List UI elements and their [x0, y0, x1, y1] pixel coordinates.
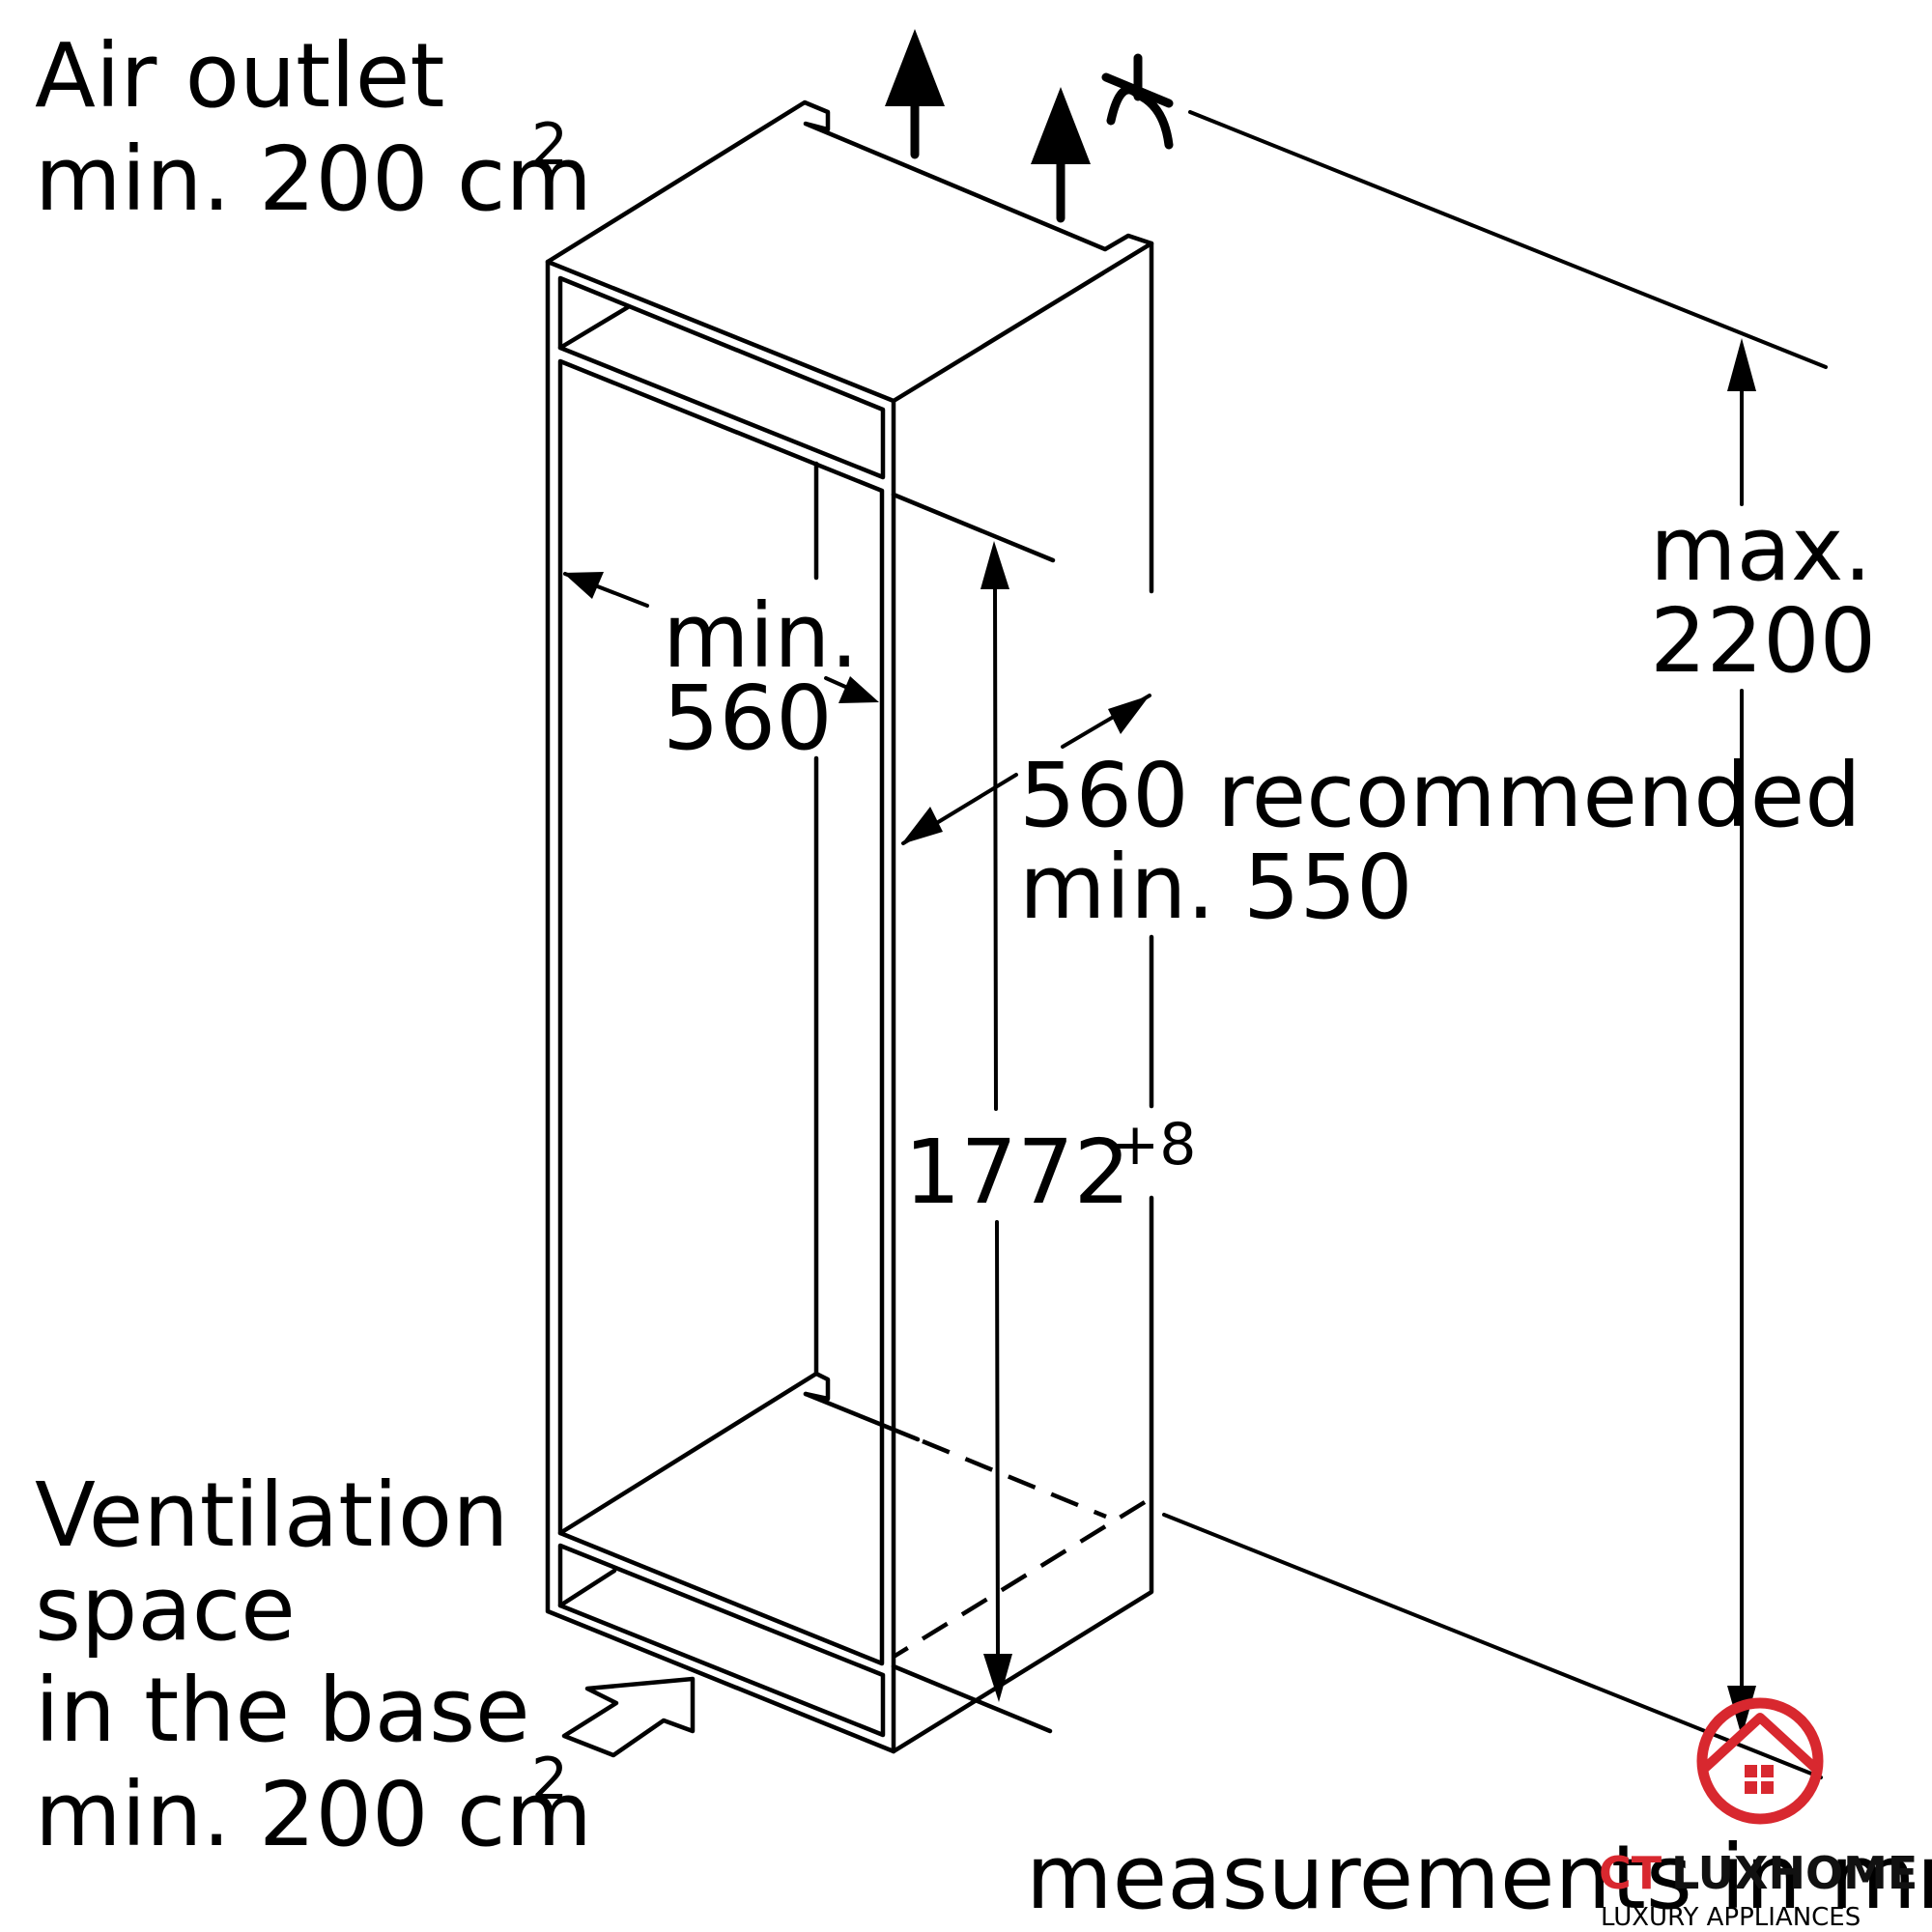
ventilation-base-label: in the base — [35, 1659, 530, 1762]
ventilation-arrow-icon — [561, 1676, 696, 1758]
ventilation-min-label: min. 200 cm — [35, 1763, 592, 1866]
brand-logo: CT LUXHOME LUXURY APPLIANCES — [1599, 1697, 1918, 1932]
max-value-label: 2200 — [1650, 589, 1876, 693]
logo-brand-luxhome: LUXHOME — [1671, 1847, 1918, 1899]
ventilation-label: Ventilation — [35, 1463, 509, 1567]
max-label: max. — [1650, 497, 1872, 601]
width-value-label: 560 — [663, 667, 833, 770]
ventilation-space-label: space — [35, 1557, 296, 1661]
ventilation-superscript: 2 — [531, 1746, 568, 1813]
air-outlet-superscript: 2 — [531, 111, 568, 179]
depth-recommended-label: 560 recommended — [1019, 744, 1861, 847]
height-dimension — [980, 541, 1012, 1702]
text-labels: Air outlet min. 200 cm 2 Ventilation spa… — [35, 24, 1932, 1929]
air-outlet-min-label: min. 200 cm — [35, 128, 592, 231]
height-tolerance-label: +8 — [1111, 1111, 1196, 1179]
width-dimension — [563, 572, 879, 703]
units-footer: measurements in mm — [1026, 1826, 1932, 1929]
logo-tagline: LUXURY APPLIANCES — [1601, 1903, 1861, 1932]
air-outlet-label: Air outlet — [35, 24, 444, 128]
cabinet-niche — [545, 99, 1154, 1754]
height-value-label: 1772 — [904, 1121, 1130, 1224]
width-min-label: min. — [663, 584, 859, 688]
logo-brand-ct: CT — [1599, 1847, 1662, 1899]
air-outlet-arrows — [885, 29, 1091, 223]
depth-min-label: min. 550 — [1019, 836, 1413, 939]
depth-dimension — [901, 694, 1151, 845]
